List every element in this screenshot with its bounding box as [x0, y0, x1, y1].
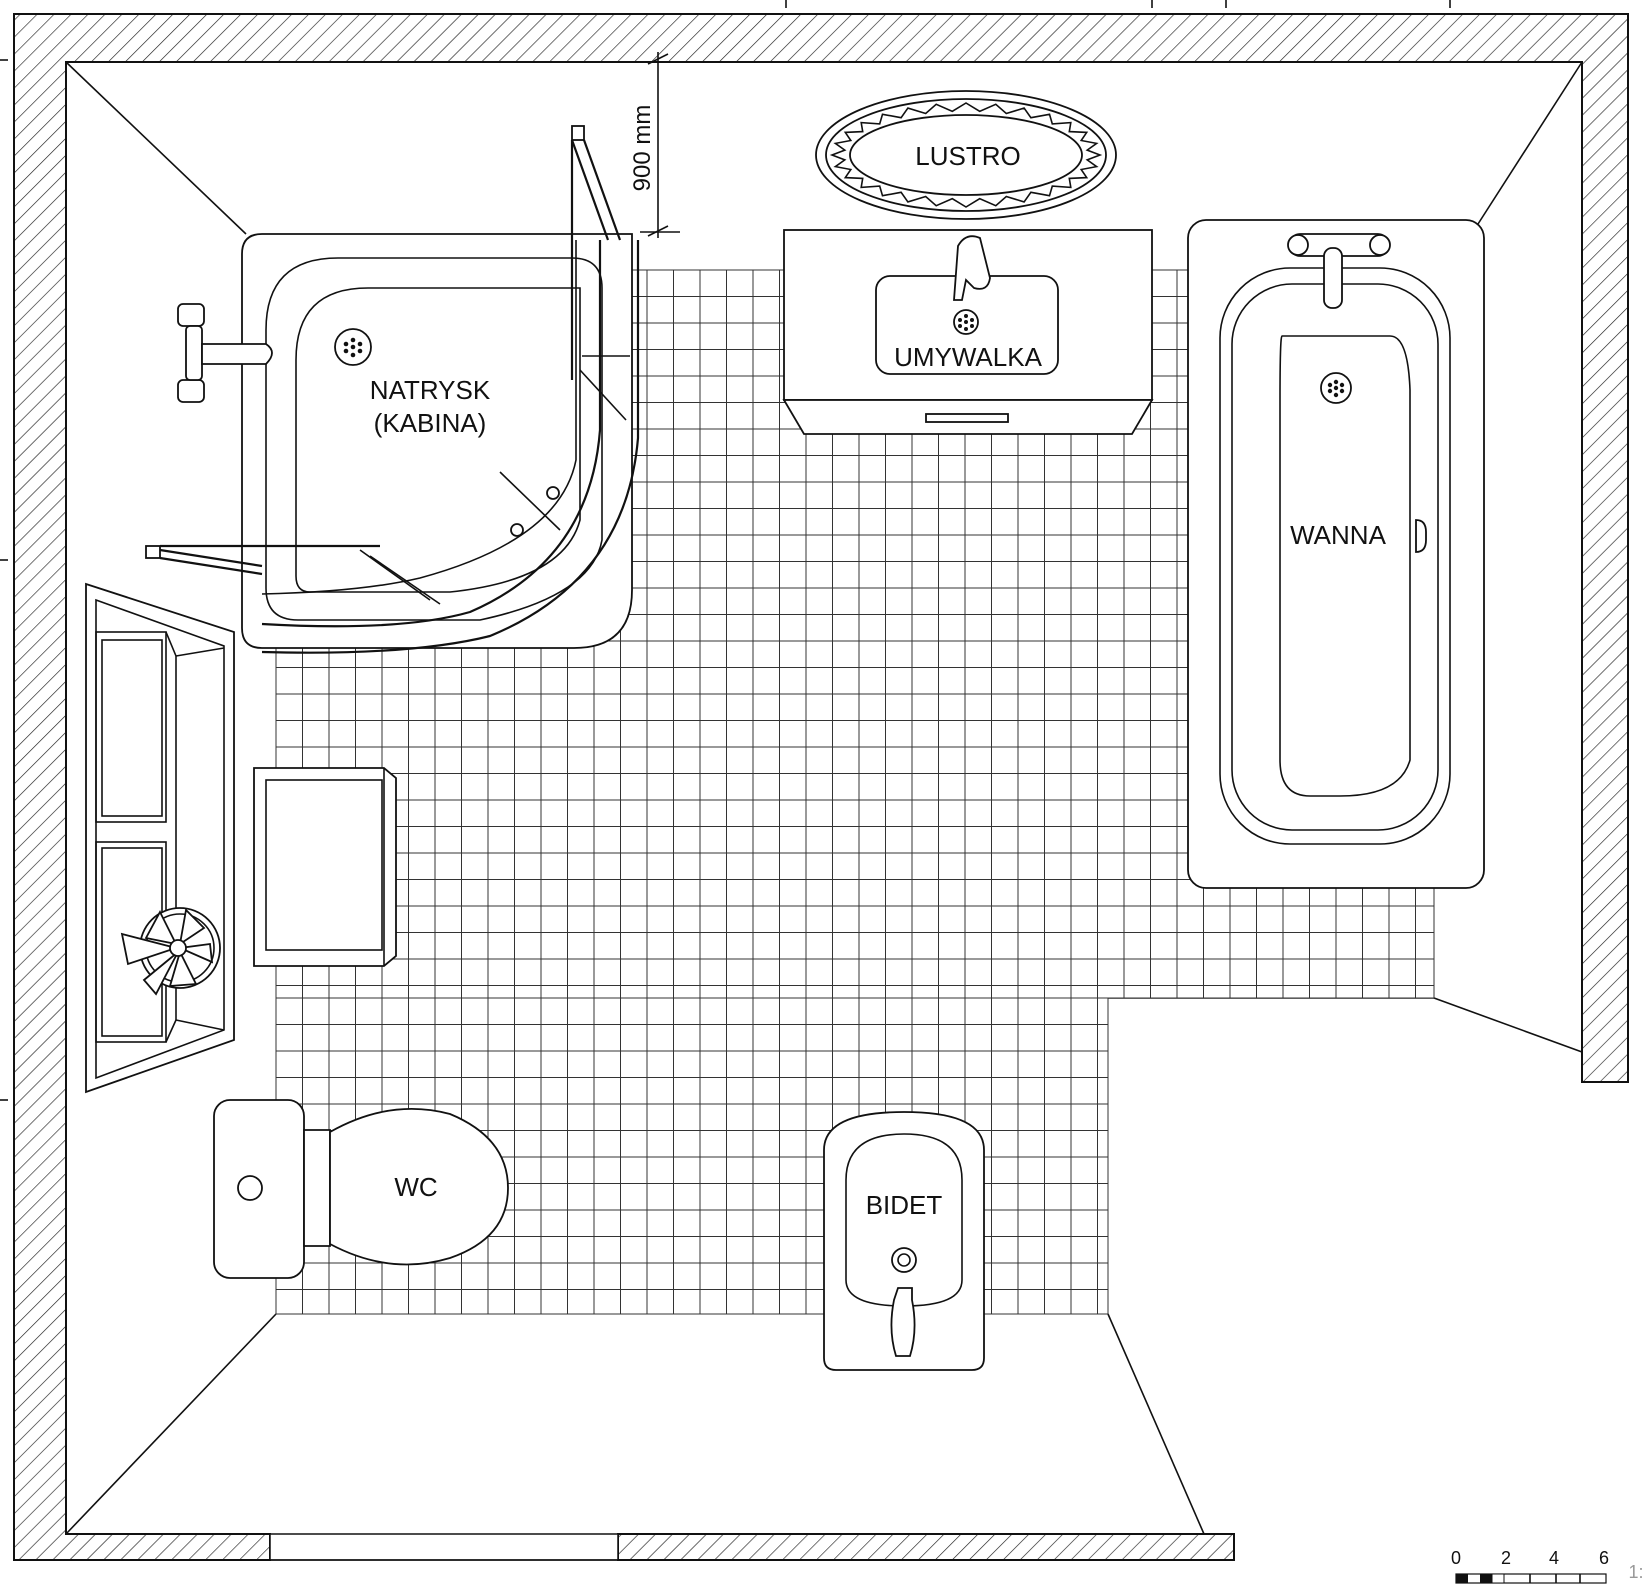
shower-label-line2: (KABINA) [374, 408, 487, 438]
scale-bar: 0 2 4 6 1: [1451, 1548, 1644, 1584]
shower-cabin: NATRYSK (KABINA) [145, 125, 640, 654]
dimension-label: 900 mm [629, 105, 656, 192]
storage-cabinet [253, 767, 397, 967]
scale-tick-6: 6 [1599, 1548, 1609, 1568]
edge-ticks [0, 0, 1451, 1101]
washbasin: UMYWALKA [782, 229, 1154, 435]
scale-tick-2: 2 [1501, 1548, 1511, 1568]
bathtub-label: WANNA [1290, 520, 1386, 550]
toilet-label: WC [394, 1172, 437, 1202]
scale-ratio: 1: [1628, 1562, 1643, 1582]
bidet-label: BIDET [866, 1190, 943, 1220]
dimension-900mm: 900 mm [629, 52, 680, 238]
bathtub: WANNA [1187, 219, 1485, 889]
scale-tick-0: 0 [1451, 1548, 1461, 1568]
mirror-label: LUSTRO [915, 141, 1020, 171]
toilet: WC [213, 1099, 509, 1279]
wall-bottom-right [617, 1533, 1235, 1561]
walls [13, 13, 1629, 1561]
scale-tick-4: 4 [1549, 1548, 1559, 1568]
shower-label-line1: NATRYSK [370, 375, 491, 405]
plant-icon [120, 907, 221, 996]
washbasin-label: UMYWALKA [894, 342, 1042, 372]
mirror: LUSTRO [815, 90, 1117, 220]
window-niche [85, 582, 235, 1094]
bidet: BIDET [823, 1111, 985, 1371]
door-opening [269, 1533, 619, 1561]
